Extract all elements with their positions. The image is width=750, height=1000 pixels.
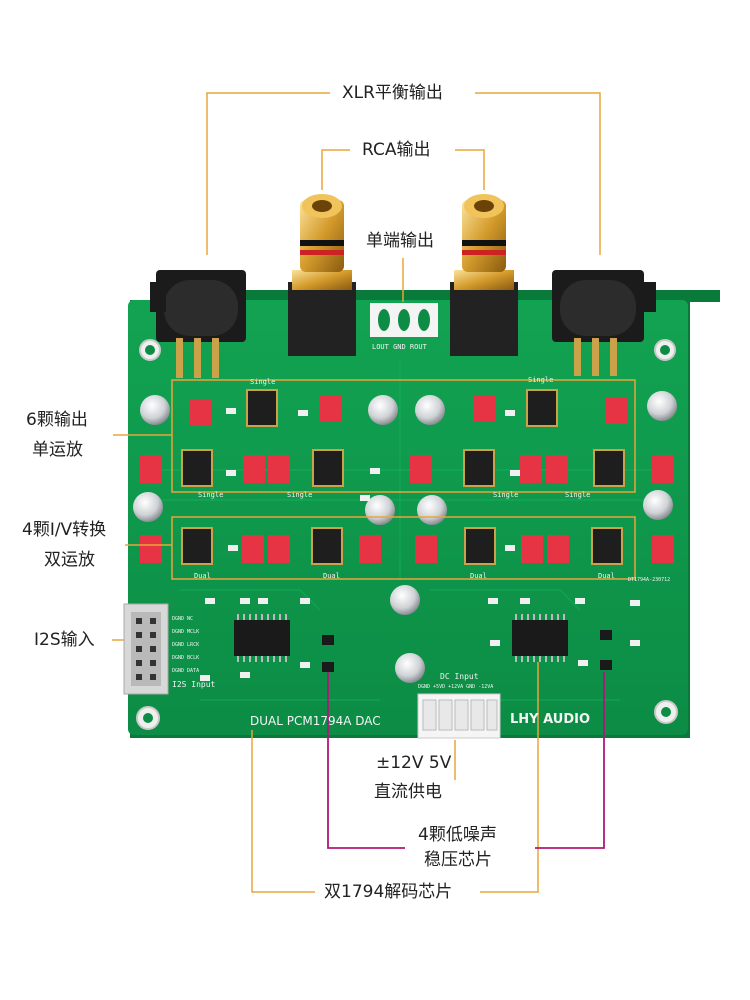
callout-lines-orange — [112, 92, 601, 893]
version-label: DT1794A-230712 — [628, 577, 671, 583]
regulator-chips — [322, 630, 612, 672]
single-ended-output-pads — [370, 303, 438, 337]
dc-pin-labels: DGND +5VD +12VA GND -12VA — [418, 684, 494, 690]
single-label: Single — [565, 491, 591, 499]
iv-opamp-label-line1: 4颗I/V转换 — [22, 517, 107, 543]
output-opamp-label-line1: 6颗输出 — [26, 407, 88, 433]
xlr-connector-right — [552, 270, 656, 376]
single-label: Single — [528, 376, 554, 384]
xlr-connector-left — [150, 270, 246, 378]
power-label-line1: ±12V 5V — [376, 750, 452, 776]
out-pad-labels: LOUT GND ROUT — [372, 343, 427, 351]
iv-opamp-label-line2: 双运放 — [44, 547, 95, 573]
rca-output-label: RCA输出 — [358, 137, 435, 163]
pcm1794-chips — [234, 614, 568, 662]
brand-silkscreen: LHY AUDIO — [510, 712, 590, 727]
decoder-chip-label: 双1794解码芯片 — [320, 879, 457, 905]
annotation-boxes — [171, 379, 636, 580]
dual-label: Dual — [323, 572, 340, 580]
i2s-header — [123, 603, 169, 695]
op-amp-chips — [181, 389, 625, 565]
i2s-pin-label: DGND BCLK — [172, 655, 200, 661]
single-ended-output-label: 单端输出 — [362, 228, 438, 254]
single-label: Single — [250, 378, 276, 386]
output-opamp-label-line2: 单运放 — [32, 437, 83, 463]
i2s-pin-label: DGND MCLK — [172, 629, 200, 635]
i2s-pin-label: DGND DATA — [172, 668, 200, 674]
xlr-output-label: XLR平衡输出 — [338, 80, 447, 106]
regulator-label-line1: 4颗低噪声 — [418, 822, 497, 848]
power-label-line2: 直流供电 — [374, 779, 442, 805]
callout-lines-magenta — [327, 672, 605, 849]
film-capacitors — [140, 395, 674, 563]
single-label: Single — [287, 491, 313, 499]
dc-power-connector — [417, 693, 501, 739]
single-label: Single — [493, 491, 519, 499]
single-label: Single — [198, 491, 224, 499]
board-name-silkscreen: DUAL PCM1794A DAC — [250, 714, 381, 728]
i2s-pin-label: DGND NC — [172, 616, 194, 622]
i2s-pin-label: DGND LRCK — [172, 642, 200, 648]
dual-label: Dual — [470, 572, 487, 580]
regulator-label-line2: 稳压芯片 — [424, 847, 492, 873]
rca-connector-right — [450, 194, 518, 356]
i2s-input-label: I2S Input — [172, 680, 216, 689]
dual-label: Dual — [598, 572, 615, 580]
i2s-input-annotation: I2S输入 — [34, 627, 95, 653]
dual-label: Dual — [194, 572, 211, 580]
smd-components — [200, 408, 640, 681]
dc-input-label: DC Input — [440, 672, 479, 681]
rca-connector-left — [288, 194, 356, 356]
